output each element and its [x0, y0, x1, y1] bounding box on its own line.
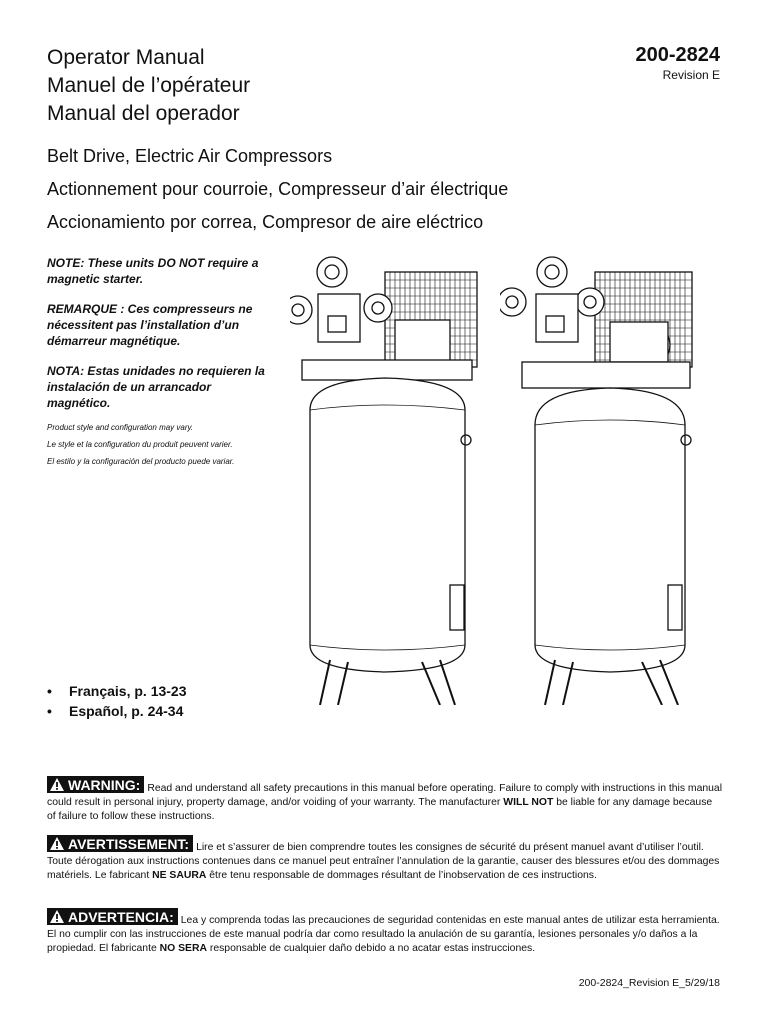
note-spanish: NOTA: Estas unidades no requieren la ins…: [47, 364, 265, 410]
revision-label: Revision E: [662, 68, 720, 82]
warning-emphasis: NO SERA: [159, 943, 207, 954]
note-french: REMARQUE : Ces compresseurs ne nécessite…: [47, 302, 253, 348]
warning-triangle-icon: [50, 910, 64, 923]
style-note-french: Le style et la configuration du produit …: [47, 440, 233, 449]
warning-triangle-icon: [50, 778, 64, 791]
warning-badge: ADVERTENCIA:: [47, 908, 178, 925]
warning-text-end: be liable for any damage because of fail…: [47, 797, 713, 822]
compressor-illustration-left: [290, 256, 478, 705]
warning-badge: WARNING:: [47, 776, 145, 793]
warning-text: Lea y comprenda todas las precauciones d…: [47, 915, 720, 954]
language-ref-text: Español, p. 24-34: [69, 703, 184, 719]
warning-text-end: être tenu responsable de dommages résult…: [206, 870, 597, 881]
warning-triangle-icon: [50, 837, 64, 850]
note-english: NOTE: These units DO NOT require a magne…: [47, 256, 259, 286]
warning-label: ADVERTENCIA:: [68, 908, 174, 925]
bullet: •: [47, 683, 52, 699]
warning-text: Lire et s’assurer de bien comprendre tou…: [47, 842, 720, 881]
style-note-english: Product style and configuration may vary…: [47, 423, 194, 432]
warning-text-end: responsable de cualquier daño debido a n…: [206, 943, 536, 954]
subtitle-spanish: Accionamiento por correa, Compresor de a…: [47, 212, 484, 232]
warning-french: AVERTISSEMENT: Lire et s’assurer de bien…: [47, 835, 722, 883]
subtitle-french: Actionnement pour courroie, Compresseur …: [47, 179, 509, 199]
warning-emphasis: WILL NOT: [503, 797, 554, 808]
title-english: Operator Manual: [47, 46, 205, 69]
warning-label: WARNING:: [68, 776, 141, 793]
language-ref-french: • Français, p. 13-23: [47, 683, 187, 699]
title-french: Manuel de l’opérateur: [47, 74, 251, 97]
document-number: 200-2824: [635, 44, 720, 66]
compressor-illustration-right: [500, 256, 693, 705]
footer-revision-date: 200-2824_Revision E_5/29/18: [578, 977, 720, 989]
language-ref-text: Français, p. 13-23: [69, 683, 187, 699]
bullet: •: [47, 703, 52, 719]
warning-english: WARNING: Read and understand all safety …: [47, 776, 722, 824]
warning-emphasis: NE SAURA: [152, 870, 207, 881]
warning-text: Read and understand all safety precautio…: [47, 783, 723, 808]
warning-badge: AVERTISSEMENT:: [47, 835, 194, 852]
warning-label: AVERTISSEMENT:: [68, 835, 190, 852]
warning-spanish: ADVERTENCIA: Lea y comprenda todas las p…: [47, 908, 722, 956]
language-ref-spanish: • Español, p. 24-34: [47, 703, 183, 719]
style-note-spanish: El estilo y la configuración del product…: [47, 457, 235, 466]
subtitle-english: Belt Drive, Electric Air Compressors: [47, 146, 333, 166]
title-spanish: Manual del operador: [47, 102, 240, 125]
